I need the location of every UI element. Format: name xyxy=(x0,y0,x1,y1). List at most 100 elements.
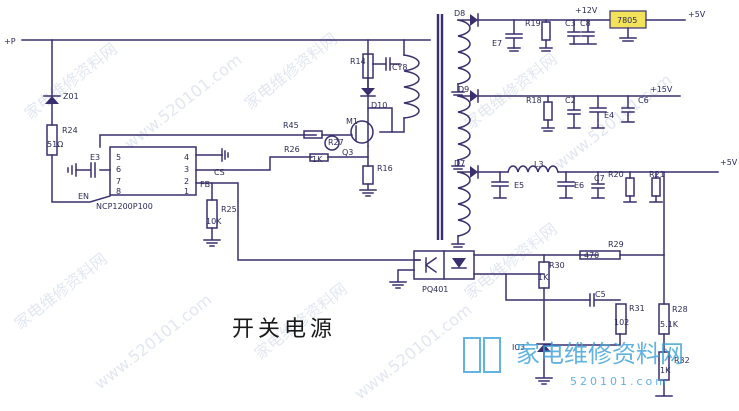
optocoupler-pq401: PQ401 xyxy=(413,250,475,294)
svg-text:3: 3 xyxy=(184,165,189,174)
label-7805: 7805 xyxy=(617,16,637,25)
winding-s2 xyxy=(457,95,471,161)
watermark-text: 家电维修资料网 xyxy=(241,29,341,113)
resistor-r26: R26 1K xyxy=(284,145,329,164)
label-r24: R24 xyxy=(62,126,78,135)
resistor-r29: R29 470 xyxy=(579,240,624,260)
label-e3: E3 xyxy=(90,153,100,162)
resistor-r24: R24 51Ω xyxy=(46,124,78,156)
label-en: EN xyxy=(78,192,89,201)
shunt-regulator-ic3: IC3 xyxy=(512,343,552,352)
watermark-text: 家电维修资料网 xyxy=(461,219,561,303)
ground-ic3 xyxy=(535,351,553,385)
capacitor-c2: C2 xyxy=(565,95,581,129)
label-r30: R30 xyxy=(549,261,565,270)
svg-text:7: 7 xyxy=(116,177,121,186)
label-e7: E7 xyxy=(492,39,502,48)
label-plus-5v-b: +5V xyxy=(720,158,738,167)
capacitor-e7: E7 xyxy=(492,19,523,52)
diode-d10: D10 xyxy=(360,88,387,110)
capacitor-cy8: CY8 xyxy=(372,57,407,72)
label-cy8: CY8 xyxy=(392,63,407,72)
label-r31: R31 xyxy=(629,304,645,313)
capacitor-e4: E4 xyxy=(589,95,614,129)
label-r29-value: 470 xyxy=(584,251,599,260)
inductor-l3: L3 xyxy=(507,160,559,173)
label-plus-5v-a: +5V xyxy=(688,10,706,19)
label-r18: R18 xyxy=(526,96,542,105)
capacitor-c7: C7 xyxy=(591,171,605,199)
label-plus-15v: +15V xyxy=(650,85,673,94)
label-fb: FB xyxy=(200,180,210,189)
resistor-r19: R19 xyxy=(525,19,553,52)
resistor-r28: R28 5.1K xyxy=(658,303,688,335)
ic-ncp1200: 5 6 7 8 4 3 2 1 NCP1200P100 xyxy=(96,146,197,211)
label-r24-value: 51Ω xyxy=(47,140,63,149)
label-q3: Q3 xyxy=(342,148,353,157)
resistor-r14: R14 xyxy=(350,53,374,79)
label-r26-value: 1K xyxy=(312,155,323,164)
label-r29: R29 xyxy=(608,240,624,249)
label-r27: R27 xyxy=(328,138,344,147)
resistor-r25: R25 10K xyxy=(206,199,237,229)
label-r19: R19 xyxy=(525,19,541,28)
label-plus-12v: +12V xyxy=(575,6,598,15)
watermark-url: www.520101.com xyxy=(351,300,476,403)
label-c7: C7 xyxy=(594,174,605,183)
ground-ic4 xyxy=(221,148,229,162)
capacitor-c5: C5 xyxy=(589,290,621,307)
winding-s1 xyxy=(457,19,471,85)
logo-url: 520101.com xyxy=(570,375,669,388)
label-d9: D9 xyxy=(458,85,469,94)
diagram-title: 开关电源 xyxy=(232,317,336,342)
watermark-text: 家电维修资料网 xyxy=(21,39,121,123)
capacitor-e3: E3 xyxy=(67,153,111,178)
label-e5: E5 xyxy=(514,181,524,190)
label-d8: D8 xyxy=(454,9,465,18)
site-logo: 家电维修资料网 520101.com xyxy=(463,337,684,388)
winding-s3 xyxy=(457,171,471,237)
svg-text:4: 4 xyxy=(184,153,189,162)
resistor-r20: R20 xyxy=(608,170,637,203)
transistor-q3: Q3 xyxy=(324,135,353,157)
resistor-r18: R18 xyxy=(526,95,555,132)
label-z01: Z01 xyxy=(63,92,79,101)
label-r25: R25 xyxy=(221,205,237,214)
wire-cs xyxy=(195,156,313,171)
svg-text:6: 6 xyxy=(116,165,121,174)
diode-d8: D8 xyxy=(454,9,479,27)
ground-s3 xyxy=(451,235,465,248)
capacitor-e6: E6 xyxy=(557,171,584,199)
ground-s2 xyxy=(451,159,465,170)
mosfet-m1: M1 xyxy=(321,117,374,147)
transformer-primary xyxy=(403,54,420,119)
logo-text: 家电维修资料网 xyxy=(516,340,684,368)
label-c2: C2 xyxy=(565,96,576,105)
label-r14: R14 xyxy=(350,57,366,66)
capacitor-c6: C6 xyxy=(621,95,649,123)
svg-text:2: 2 xyxy=(184,177,189,186)
label-c5: C5 xyxy=(595,290,606,299)
wire-drv xyxy=(99,134,317,148)
label-r28: R28 xyxy=(672,305,688,314)
label-r20: R20 xyxy=(608,170,624,179)
capacitor-c3: C3 xyxy=(565,19,581,45)
label-d10: D10 xyxy=(371,101,387,110)
label-r32: R32 xyxy=(674,356,690,365)
regulator-7805: 7805 xyxy=(609,10,647,42)
resistor-r31: R31 102 xyxy=(614,303,645,335)
label-r26: R26 xyxy=(284,145,300,154)
svg-text:5: 5 xyxy=(116,153,121,162)
label-e6: E6 xyxy=(574,181,584,190)
ground-r25 xyxy=(203,227,221,247)
label-c8: C8 xyxy=(580,19,591,28)
resistor-r16: R16 xyxy=(362,164,393,185)
label-r21: R21 xyxy=(649,170,665,179)
wire-en xyxy=(51,154,111,203)
wire-fb xyxy=(195,182,421,261)
label-c6: C6 xyxy=(638,96,649,105)
label-ic-part: NCP1200P100 xyxy=(96,202,153,211)
label-e4: E4 xyxy=(604,111,614,120)
watermark-text: 家电维修资料网 xyxy=(11,249,111,333)
